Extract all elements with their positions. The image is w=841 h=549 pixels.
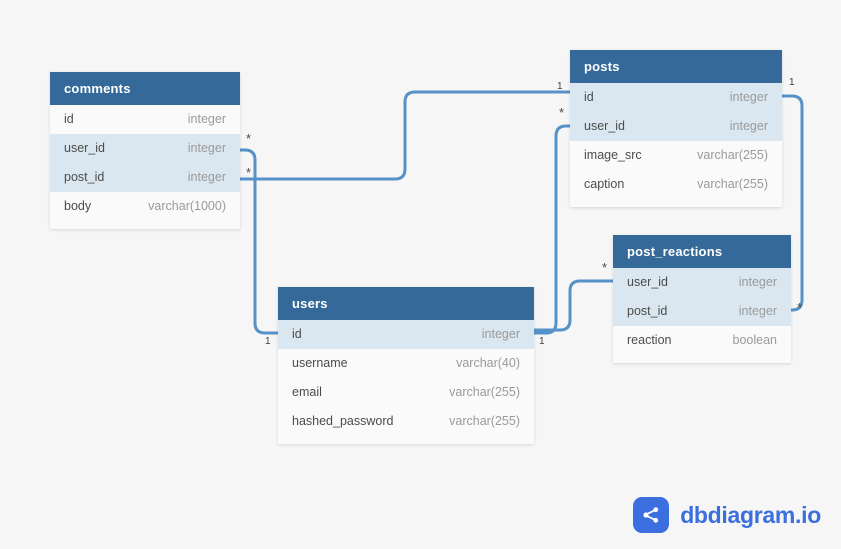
- column-type: integer: [738, 304, 777, 318]
- column-type: integer: [187, 170, 226, 184]
- cardinality-label-comments-user-id-star: *: [246, 131, 252, 146]
- column-name: post_id: [627, 304, 668, 318]
- table-row[interactable]: user_id integer: [50, 134, 240, 163]
- table-row[interactable]: post_id integer: [613, 297, 791, 326]
- table-row[interactable]: post_id integer: [50, 163, 240, 192]
- table-header-post_reactions[interactable]: post_reactions: [613, 235, 791, 268]
- table-footer: [570, 199, 782, 207]
- column-name: email: [292, 385, 322, 399]
- table-header-users[interactable]: users: [278, 287, 534, 320]
- column-name: user_id: [627, 275, 668, 289]
- column-type: integer: [729, 90, 768, 104]
- column-name: id: [64, 112, 74, 126]
- column-name: id: [292, 327, 302, 341]
- table-row[interactable]: user_id integer: [613, 268, 791, 297]
- column-name: caption: [584, 177, 625, 191]
- column-type: integer: [187, 141, 226, 155]
- table-row[interactable]: body varchar(1000): [50, 192, 240, 221]
- column-type: integer: [481, 327, 520, 341]
- dbdiagram-brand-text: dbdiagram.io: [680, 501, 821, 528]
- table-row[interactable]: id integer: [278, 320, 534, 349]
- column-name: post_id: [64, 170, 105, 184]
- relationship-line-users-id-to-posts-user-id[interactable]: [532, 124, 572, 335]
- table-footer: [50, 221, 240, 229]
- column-type: boolean: [732, 333, 778, 347]
- column-name: id: [584, 90, 594, 104]
- table-header-comments[interactable]: comments: [50, 72, 240, 105]
- cardinality-label-comments-post-id-star: *: [246, 165, 252, 180]
- cardinality-label-post-reactions-post-id-star: *: [797, 300, 803, 315]
- column-type: varchar(40): [456, 356, 520, 370]
- column-name: reaction: [627, 333, 672, 347]
- column-type: varchar(1000): [148, 199, 226, 213]
- table-row[interactable]: user_id integer: [570, 112, 782, 141]
- table-row[interactable]: id integer: [50, 105, 240, 134]
- relationship-line-posts-id-to-comments-post-id[interactable]: [238, 90, 572, 181]
- column-type: varchar(255): [697, 148, 768, 162]
- table-header-posts[interactable]: posts: [570, 50, 782, 83]
- cardinality-label-post-reactions-user-id-star: *: [602, 260, 608, 275]
- table-row[interactable]: image_src varchar(255): [570, 141, 782, 170]
- column-type: varchar(255): [697, 177, 768, 191]
- cardinality-label-posts-user-id-star: *: [559, 105, 565, 120]
- cardinality-label-users-id-one-right: 1: [539, 336, 545, 347]
- cardinality-label-posts-id-one-right: 1: [789, 77, 795, 88]
- table-row[interactable]: email varchar(255): [278, 378, 534, 407]
- table-row[interactable]: username varchar(40): [278, 349, 534, 378]
- dbdiagram-watermark: dbdiagram.io: [633, 497, 821, 533]
- table-users[interactable]: users id integer username varchar(40) email va…: [278, 287, 534, 444]
- column-type: integer: [729, 119, 768, 133]
- column-type: varchar(255): [449, 385, 520, 399]
- cardinality-label-posts-id-one-left: 1: [557, 81, 563, 92]
- table-footer: [278, 436, 534, 444]
- column-name: user_id: [584, 119, 625, 133]
- table-row[interactable]: hashed_password varchar(255): [278, 407, 534, 436]
- column-type: varchar(255): [449, 414, 520, 428]
- share-network-icon: [633, 497, 670, 533]
- table-row[interactable]: id integer: [570, 83, 782, 112]
- column-name: user_id: [64, 141, 105, 155]
- table-footer: [613, 355, 791, 363]
- cardinality-label-users-id-one-left: 1: [265, 336, 271, 347]
- relationship-line-users-id-to-post-reactions-user-id[interactable]: [532, 279, 615, 332]
- column-name: body: [64, 199, 92, 213]
- table-row[interactable]: caption varchar(255): [570, 170, 782, 199]
- column-type: integer: [738, 275, 777, 289]
- table-row[interactable]: reaction boolean: [613, 326, 791, 355]
- column-name: image_src: [584, 148, 642, 162]
- column-name: hashed_password: [292, 414, 394, 428]
- column-type: integer: [187, 112, 226, 126]
- column-name: username: [292, 356, 348, 370]
